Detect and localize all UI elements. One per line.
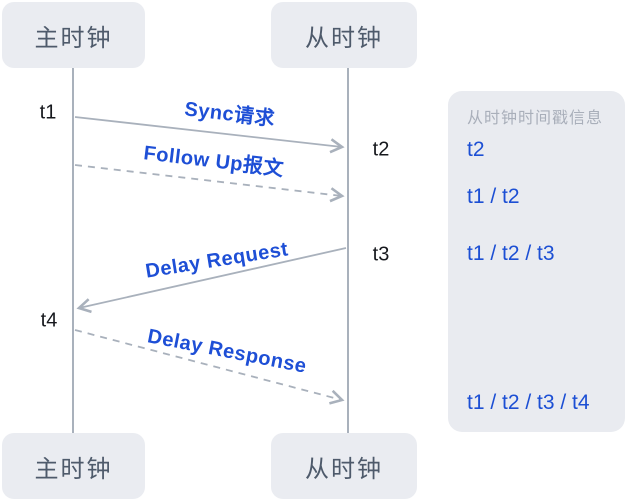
- panel-item-t1-t2: t1 / t2: [467, 185, 520, 208]
- panel-item-t1-t2-t3-t4: t1 / t2 / t3 / t4: [467, 391, 590, 414]
- panel-item-t2: t2: [467, 138, 485, 161]
- master-clock-label: 主时钟: [34, 24, 113, 52]
- timestamp-t3: t3: [372, 243, 390, 266]
- timestamp-t1: t1: [39, 101, 57, 124]
- follow-up-arrow: [74, 164, 345, 203]
- panel-item-t1-t2-t3: t1 / t2 / t3: [467, 242, 555, 265]
- panel-title: 从时钟时间戳信息: [467, 110, 604, 127]
- slave-clock-box-top: 从时钟: [271, 2, 417, 68]
- timestamp-t2: t2: [372, 138, 390, 161]
- sync-arrow: [74, 116, 345, 154]
- slave-clock-label: 从时钟: [305, 455, 383, 483]
- slave-clock-box-bottom: 从时钟: [271, 433, 417, 499]
- master-clock-label: 主时钟: [34, 455, 113, 483]
- slave-timestamp-info-panel: 从时钟时间戳信息 t2 t1 / t2 t1 / t2 / t3 t1 / t2…: [448, 91, 625, 432]
- delay-request-arrow: [76, 247, 347, 314]
- master-clock-box-top: 主时钟: [2, 2, 145, 68]
- master-clock-box-bottom: 主时钟: [2, 433, 145, 499]
- timestamp-t4: t4: [40, 309, 58, 332]
- slave-clock-label: 从时钟: [305, 24, 383, 52]
